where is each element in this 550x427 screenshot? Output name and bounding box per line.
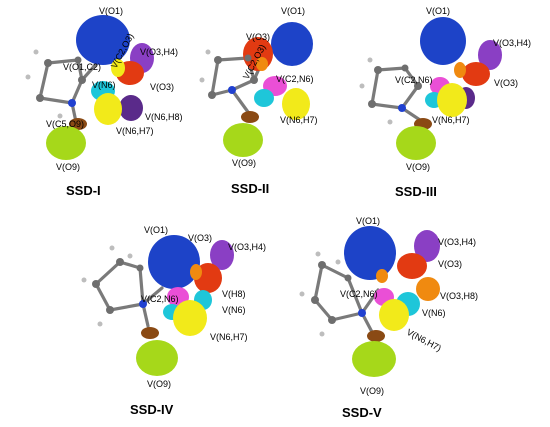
label-v-h8: V(H8): [222, 289, 246, 299]
basin-v-o3-h4: [478, 40, 502, 70]
label-v-n6: V(N6): [92, 80, 116, 90]
label-v-o3: V(O3): [150, 82, 174, 92]
panel-ssd-ii: V(O1) V(O3) V(C2,O3) V(C2,N6) V(N6,H7) V…: [199, 6, 318, 196]
basin-v-c5-o9: [69, 118, 87, 130]
basin-v-n6-h7: [282, 88, 310, 120]
atoms: [199, 49, 258, 99]
title-ssd-v: SSD-V: [342, 405, 382, 420]
atoms: [25, 49, 86, 119]
label-v-n6-h7: V(N6,H7): [405, 327, 443, 353]
title-ssd-ii: SSD-II: [231, 181, 269, 196]
label-v-c2-n6: V(C2,N6): [395, 75, 433, 85]
basin-v-o3: [397, 253, 427, 279]
label-v-n6-h7: V(N6,H7): [116, 126, 154, 136]
label-v-c2-n6: V(C2,N6): [276, 74, 314, 84]
label-v-n6-h7: V(N6,H7): [280, 115, 318, 125]
basin-v-c2-o3: [454, 62, 466, 78]
basin-v-c5-o9: [141, 327, 159, 339]
label-v-o1: V(O1): [281, 6, 305, 16]
label-v-o1-c2: V(O1,C2): [63, 62, 101, 72]
basin-v-o3-h8: [416, 277, 440, 301]
label-v-o1: V(O1): [426, 6, 450, 16]
label-v-n6-h7: V(N6,H7): [210, 332, 248, 342]
label-v-o9: V(O9): [406, 162, 430, 172]
label-v-o3: V(O3): [494, 78, 518, 88]
label-v-o3-h4: V(O3,H4): [228, 242, 266, 252]
label-v-o3-h4: V(O3,H4): [140, 47, 178, 57]
basin-v-c2-o3: [111, 59, 125, 77]
label-v-o9: V(O9): [232, 158, 256, 168]
label-v-o9: V(O9): [147, 379, 171, 389]
basin-v-c2-o3: [190, 264, 202, 280]
label-v-o9: V(O9): [56, 162, 80, 172]
title-ssd-iv: SSD-IV: [130, 402, 174, 417]
panel-ssd-iv: V(O1) V(O3) V(O3,H4) V(H8) V(C2,N6) V(N6…: [81, 225, 266, 417]
label-v-o1: V(O1): [356, 216, 380, 226]
label-v-c2-n6: V(C2,N6): [141, 294, 179, 304]
basin-v-o3: [462, 62, 490, 86]
basin-v-c5-o9: [241, 111, 259, 123]
basin-v-n6-h7: [437, 83, 467, 117]
label-v-n6-h7: V(N6,H7): [432, 115, 470, 125]
label-v-o3-h8: V(O3,H8): [440, 291, 478, 301]
basin-v-o9: [396, 126, 436, 160]
label-v-n6-h8: V(N6,H8): [145, 112, 183, 122]
basin-v-n6-h8: [119, 95, 143, 121]
basin-v-c5-o9: [367, 330, 385, 342]
basin-v-c2-o3: [256, 57, 268, 71]
panel-ssd-i: V(O1) V(O1,C2) V(C2,O3) V(O3,H4) V(O3) V…: [25, 6, 183, 198]
panel-ssd-v: V(O1) V(O3,H4) V(O3) V(C2,N6) V(O3,H8) V…: [299, 216, 478, 420]
panel-ssd-iii: V(O1) V(O3,H4) V(C2,N6) V(O3) V(N6,H7) V…: [359, 6, 531, 199]
title-ssd-iii: SSD-III: [395, 184, 437, 199]
atoms: [359, 57, 422, 125]
basin-v-o3-h4: [210, 240, 234, 270]
basin-v-n6-h7: [94, 93, 122, 125]
label-v-o3-h4: V(O3,H4): [438, 237, 476, 247]
title-ssd-i: SSD-I: [66, 183, 101, 198]
label-v-o3-h4: V(O3,H4): [493, 38, 531, 48]
basin-v-n6-h7: [173, 300, 207, 336]
basin-v-o9: [46, 126, 86, 160]
basin-v-o9: [352, 341, 396, 377]
label-v-o1: V(O1): [144, 225, 168, 235]
basin-v-n6-h7: [379, 299, 409, 331]
atoms: [81, 245, 147, 327]
atoms: [299, 251, 366, 337]
basin-v-o1: [420, 17, 466, 65]
basin-v-o1: [148, 235, 200, 289]
label-v-c5-o9: V(C5,O9): [46, 119, 84, 129]
label-v-o1: V(O1): [99, 6, 123, 16]
label-v-c2-n6: V(C2,N6): [340, 289, 378, 299]
label-v-o3: V(O3): [246, 32, 270, 42]
label-v-o3: V(O3): [188, 233, 212, 243]
basin-v-o9: [223, 123, 263, 157]
label-v-o3: V(O3): [438, 259, 462, 269]
basin-v-o3-h4: [414, 230, 440, 262]
label-v-n6: V(N6): [422, 308, 446, 318]
label-v-o9: V(O9): [360, 386, 384, 396]
basin-v-c2-o3: [376, 269, 388, 283]
basin-v-o1: [344, 226, 396, 280]
basin-v-o9: [136, 340, 178, 376]
basin-v-o1: [271, 22, 313, 66]
label-v-n6: V(N6): [222, 305, 246, 315]
basin-v-o1: [76, 15, 130, 65]
basin-v-n6: [254, 89, 274, 107]
